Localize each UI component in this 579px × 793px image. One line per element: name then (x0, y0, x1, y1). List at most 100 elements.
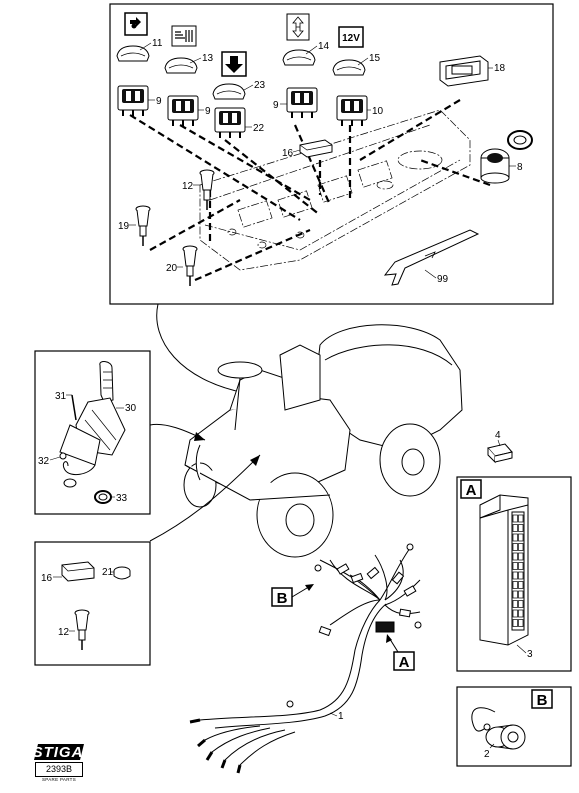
label-18: 18 (494, 63, 506, 74)
blank-plug-16-inset (299, 139, 333, 158)
label-11: 11 (152, 38, 163, 49)
svg-text:B: B (537, 692, 548, 709)
rocker-switch-9a (117, 85, 149, 117)
connector-pin (512, 590, 518, 599)
label-3: 3 (527, 649, 533, 660)
label-33: 33 (116, 493, 128, 504)
inset-leader-curve (156, 303, 246, 394)
switch-cap-23 (212, 83, 246, 100)
label-2: 2 (484, 749, 490, 760)
svg-text:A: A (399, 654, 410, 671)
label-16-inset: 16 (282, 148, 294, 159)
icon-box-14 (286, 13, 310, 41)
connector-pin (518, 514, 524, 523)
label-16: 16 (41, 573, 53, 584)
label-12-inset: 12 (182, 181, 194, 192)
label-15: 15 (369, 53, 381, 64)
connector-pin (512, 562, 518, 570)
label-9b: 9 (205, 106, 211, 117)
diagram-code: 2393B (35, 762, 83, 777)
connector-pin (518, 600, 524, 608)
label-9a: 9 (156, 96, 162, 107)
label-4: 4 (495, 430, 501, 441)
box-letter-a-1: A (460, 479, 482, 499)
label-99: 99 (437, 274, 449, 285)
arrow-panel-to-tractor (149, 454, 261, 542)
connector-pin (512, 600, 518, 608)
switch-cap-15 (332, 59, 366, 76)
connector-pin (512, 533, 518, 542)
label-21: 21 (102, 567, 114, 578)
icon-box-15: 12V (338, 26, 364, 48)
harness-end-plugs (189, 718, 242, 774)
box-letter-b-1: B (271, 587, 293, 607)
plug-bulb-inset (34, 541, 151, 666)
label-12: 12 (58, 627, 70, 638)
switch-panel-inset (109, 3, 554, 305)
connector-pin (518, 581, 524, 589)
connector-pin (512, 524, 518, 532)
icon-box-11 (124, 12, 148, 36)
label-20: 20 (166, 263, 178, 274)
label-23: 23 (254, 80, 266, 91)
logo-subtitle: SPARE PARTS (41, 777, 77, 782)
relay-4 (487, 443, 513, 464)
harness-connectors (286, 543, 422, 708)
connector-pin (512, 514, 518, 523)
hour-meter-18 (439, 55, 489, 87)
power-socket-8 (480, 130, 533, 184)
label-19: 19 (118, 221, 130, 232)
label-8: 8 (517, 162, 523, 173)
connector-pin (512, 619, 518, 627)
icon-12v-text: 12V (342, 33, 360, 44)
rocker-switch-22 (214, 107, 246, 139)
switch-cap-14 (282, 49, 316, 66)
label-1: 1 (338, 711, 344, 722)
switch-cap-11 (116, 45, 150, 62)
rocker-switch-10 (336, 95, 368, 127)
label-32: 32 (38, 456, 50, 467)
stiga-logo: STIGA (33, 744, 84, 761)
svg-text:A: A (466, 482, 477, 499)
icon-box-13 (171, 25, 197, 47)
switch-cap-13 (164, 57, 198, 74)
connector-pin (518, 533, 524, 542)
connector-pin (518, 590, 524, 599)
rocker-switch-9b (167, 95, 199, 127)
blank-plug-16 (61, 561, 95, 582)
connector-pin (512, 543, 518, 551)
connector-pin (518, 609, 524, 618)
label-14: 14 (318, 41, 330, 52)
label-9c: 9 (273, 100, 279, 111)
connector-pin (512, 581, 518, 589)
connector-pin (518, 571, 524, 580)
tractor-illustration (183, 324, 463, 558)
connector-pin (518, 552, 524, 561)
icon-box-23 (221, 51, 247, 77)
label-10: 10 (372, 106, 384, 117)
label-31: 31 (55, 391, 67, 402)
connector-pin (518, 562, 524, 570)
label-22: 22 (253, 123, 265, 134)
wire-harness-1 (199, 547, 421, 766)
box-letter-b-2: B (531, 689, 553, 709)
box-letter-a-2: A (393, 651, 415, 671)
svg-text:B: B (277, 590, 288, 607)
connector-pin (512, 552, 518, 561)
rocker-switch-9c (286, 87, 318, 119)
label-13: 13 (202, 53, 214, 64)
buzzer-2 (471, 707, 526, 750)
label-30: 30 (125, 403, 137, 414)
connector-pin (518, 543, 524, 551)
connector-pins-3 (512, 514, 524, 627)
connector-pin (518, 524, 524, 532)
connector-pin (512, 609, 518, 618)
connector-pin (512, 571, 518, 580)
removal-tool-99 (383, 229, 480, 286)
svg-text:STIGA: STIGA (33, 744, 84, 761)
part-labels: 11 13 23 14 15 18 9 9 22 9 10 16 8 12 19… (38, 38, 533, 760)
plug-21 (113, 566, 131, 580)
connector-pin (518, 619, 524, 627)
assembly-leader-lines (129, 99, 491, 282)
